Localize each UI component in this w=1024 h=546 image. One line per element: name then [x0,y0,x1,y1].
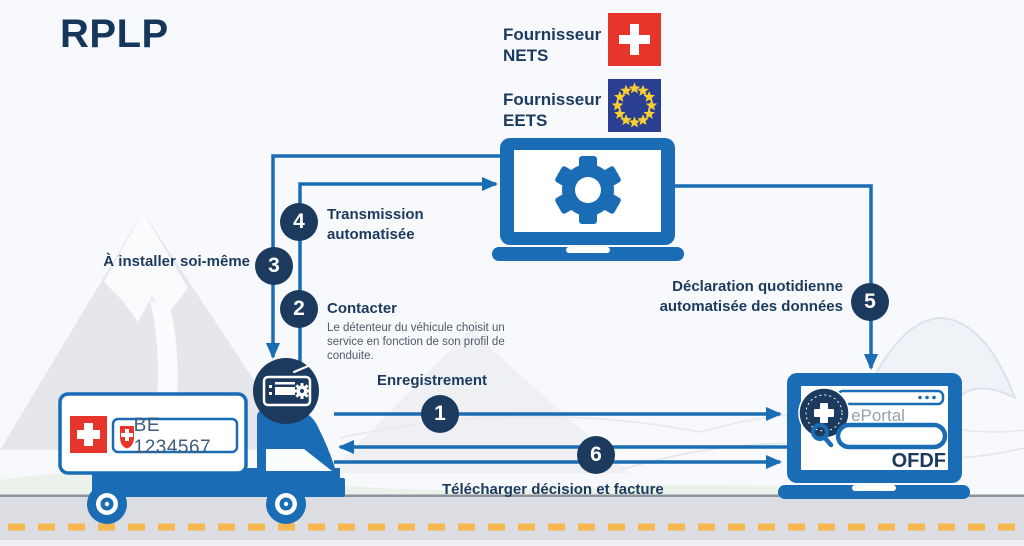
truck-wheel-rear [87,484,127,524]
truck-wheel-front [266,484,306,524]
step-label-registration: Enregistrement [377,372,488,389]
swiss-flag-trailer [70,416,107,453]
provider-laptop [492,138,684,261]
step-circle-6: 6 [577,436,615,474]
provider-eets-name: EETS [503,111,548,130]
truck [58,392,345,524]
step-circle-5: 5 [851,283,889,321]
step-label-download: Télécharger décision et facture [442,481,664,498]
connector-install-device [266,154,505,359]
provider-eets-label: Fournisseur [503,90,602,109]
eportal-title: ePortal [851,406,905,425]
step-label-install: À installer soi-même [103,253,250,270]
obu-device-icon [253,358,319,424]
truck-window [266,449,332,471]
provider-nets-name: NETS [503,46,549,65]
eu-flag-icon [608,79,661,132]
step-label-declaration: Déclaration quotidienne automatisée des … [659,278,843,315]
page-title: RPLP [60,12,169,56]
road [0,494,1024,546]
provider-eets: Fournisseur EETS [503,89,613,131]
license-plate-content: BE 1234567 [116,415,234,458]
step-desc-contact: Le détenteur du véhicule choisit un serv… [327,322,505,362]
plate-shield-icon [120,426,134,449]
swiss-flag-icon [608,13,661,66]
provider-nets-label: Fournisseur [503,25,602,44]
step-circle-1: 1 [421,395,459,433]
search-field-outline [835,422,948,450]
license-plate [111,417,239,454]
step-label-contact: Contacter [327,300,398,317]
browser-dots [918,395,936,400]
step-circle-4: 4 [280,203,318,241]
eportal-org: OFDF [891,450,946,472]
eportal-laptop [778,373,970,499]
step-circle-2: 2 [280,290,318,328]
gear-icon [555,156,621,224]
step-circle-3: 3 [255,247,293,285]
license-plate-number: BE 1234567 [133,415,212,458]
eu-stars [611,82,658,128]
provider-nets: Fournisseur NETS [503,24,613,66]
step-label-transmission: Transmission automatisée [327,206,424,243]
search-icon [811,423,834,448]
